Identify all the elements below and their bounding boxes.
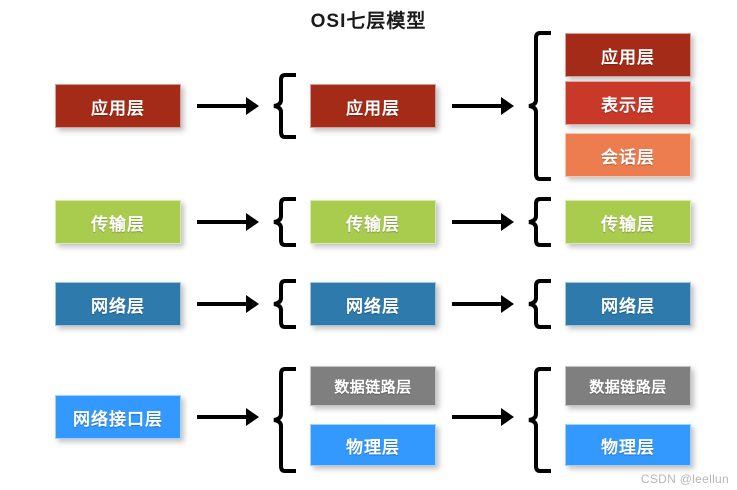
arrow-row1-col2-col3 <box>452 97 514 115</box>
box-col2-application: 应用层 <box>310 84 436 128</box>
box-col3-session: 会话层 <box>565 133 691 177</box>
arrow-head <box>246 213 259 231</box>
arrow-row3-col2-col3 <box>452 295 514 313</box>
watermark-text: CSDN @leellun <box>640 472 729 486</box>
box-col1-application: 应用层 <box>55 84 181 128</box>
brace-col3-row3 <box>527 278 551 330</box>
arrow-shaft <box>197 302 246 306</box>
arrow-row4-col1-col2 <box>197 408 259 426</box>
brace-col3-row2 <box>527 196 551 248</box>
arrow-shaft <box>197 415 246 419</box>
brace-col2-row3 <box>272 278 296 330</box>
arrow-shaft <box>197 104 246 108</box>
arrow-row4-col2-col3 <box>452 408 514 426</box>
brace-col3-row4 <box>527 366 551 474</box>
arrow-row3-col1-col2 <box>197 295 259 313</box>
box-col3-network: 网络层 <box>565 282 691 326</box>
arrow-shaft <box>452 415 501 419</box>
arrow-shaft <box>452 104 501 108</box>
box-col1-network: 网络层 <box>55 282 181 326</box>
brace-col2-row2 <box>272 196 296 248</box>
box-col2-physical: 物理层 <box>310 424 436 466</box>
arrow-row1-col1-col2 <box>197 97 259 115</box>
arrow-head <box>501 295 514 313</box>
arrow-head <box>246 97 259 115</box>
box-col3-transport: 传输层 <box>565 200 691 244</box>
arrow-head <box>501 408 514 426</box>
arrow-row2-col1-col2 <box>197 213 259 231</box>
arrow-shaft <box>452 302 501 306</box>
box-col1-transport: 传输层 <box>55 200 181 244</box>
arrow-head <box>501 213 514 231</box>
arrow-row2-col2-col3 <box>452 213 514 231</box>
box-col3-presentation: 表示层 <box>565 81 691 125</box>
brace-col2-row1 <box>272 72 296 140</box>
box-col3-physical: 物理层 <box>565 424 691 466</box>
brace-col2-row4 <box>272 366 296 474</box>
brace-col3-row1 <box>527 30 551 182</box>
arrow-head <box>501 97 514 115</box>
box-col1-network-interface: 网络接口层 <box>55 395 181 439</box>
box-col2-datalink: 数据链路层 <box>310 366 436 406</box>
arrow-shaft <box>197 220 246 224</box>
box-col2-transport: 传输层 <box>310 200 436 244</box>
arrow-head <box>246 295 259 313</box>
arrow-shaft <box>452 220 501 224</box>
box-col3-datalink: 数据链路层 <box>565 366 691 406</box>
page-title: OSI七层模型 <box>310 11 427 32</box>
box-col3-application: 应用层 <box>565 33 691 77</box>
box-col2-network: 网络层 <box>310 282 436 326</box>
arrow-head <box>246 408 259 426</box>
